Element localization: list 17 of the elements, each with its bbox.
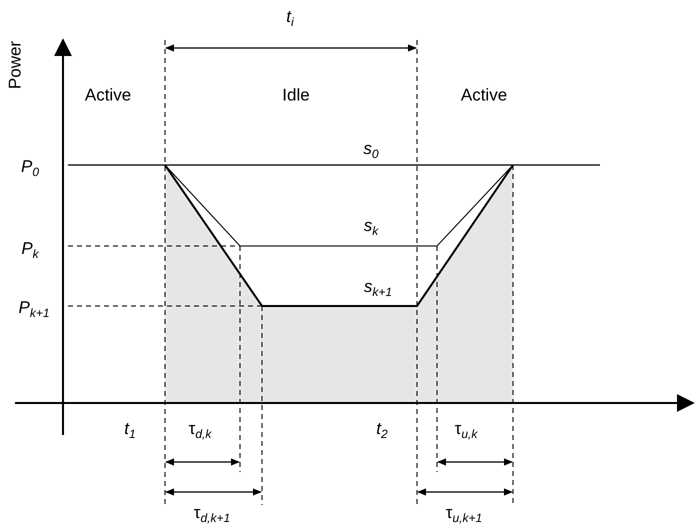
time-label: t$_{2}$ [376, 420, 388, 440]
state-label: s$_{0}$ [363, 140, 379, 160]
axis-title: Power [6, 40, 24, 90]
power-label: P$_{k+1}$ [18, 298, 50, 320]
state-label: Idle [282, 86, 310, 104]
state-label: s$_{k}$ [364, 216, 378, 238]
time-label: t$_{1}$ [124, 420, 136, 440]
power-label: P$_{0}$ [20, 158, 40, 178]
power-label: P$_{k}$ [21, 240, 39, 260]
state-label: Active [84, 86, 132, 104]
duration-label: τ$_{u,k}$ [454, 420, 478, 440]
state-label: Active [460, 86, 508, 104]
state-label: s$_{k+1}$ [364, 278, 392, 298]
time-label: t$_{i}$ [286, 8, 294, 28]
duration-label: τ$_{u,k+1}$ [446, 504, 482, 524]
duration-label: τ$_{d,k}$ [188, 420, 212, 440]
duration-label: τ$_{d,k+1}$ [194, 504, 230, 524]
